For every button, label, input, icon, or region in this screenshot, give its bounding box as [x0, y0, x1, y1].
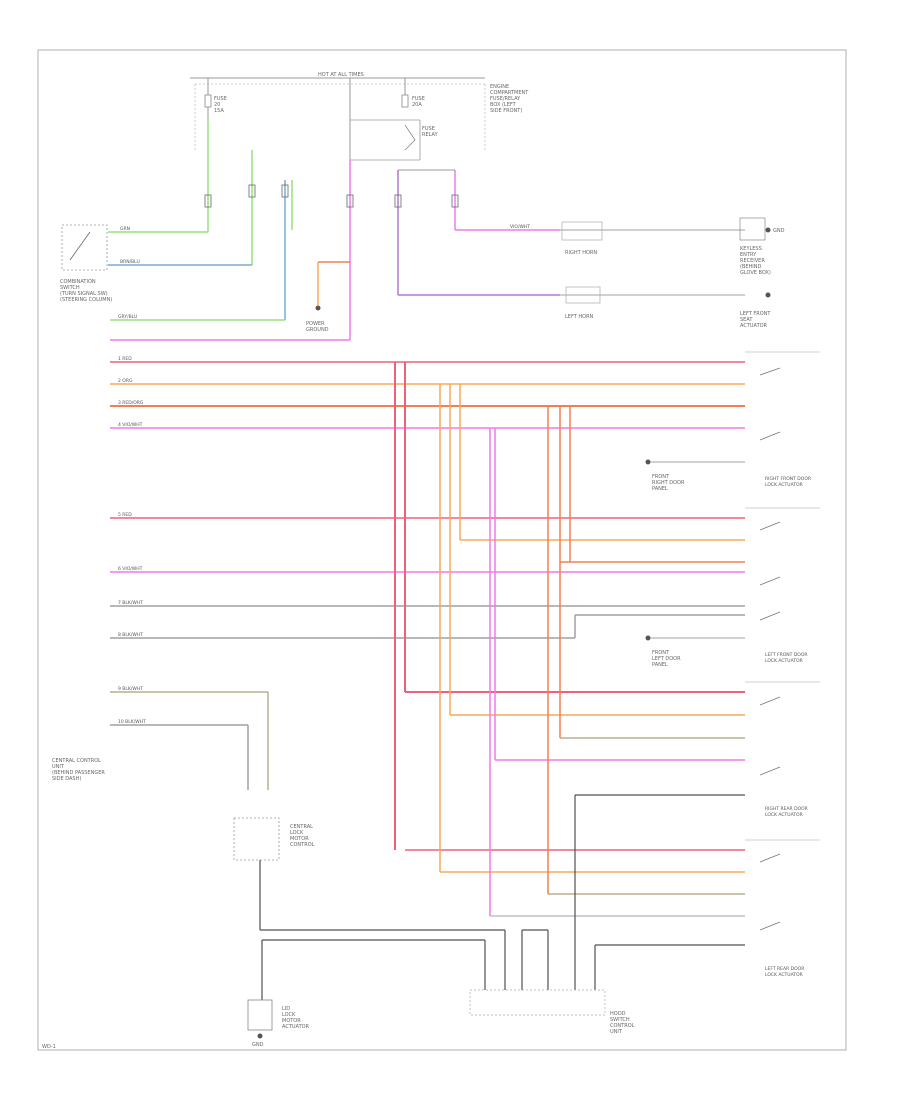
vertical-risers [393, 361, 576, 990]
wire-2-label: 2 ORG [118, 378, 133, 384]
wire-10-label: 10 BLK/WHT [118, 719, 146, 725]
ground-bottom-label: GND [252, 1042, 264, 1048]
top-connectors [204, 120, 459, 340]
wire-8-label: 8 BLK/WHT [118, 632, 143, 638]
footer-label: WD-1 [42, 1044, 56, 1050]
wire-6-label: 6 VIO/WHT [118, 566, 143, 572]
cc-wires-top: GRY/BLU [110, 314, 350, 341]
right-horn-label: RIGHT HORN [565, 250, 597, 256]
wire-7-label: 7 BLK/WHT [118, 600, 143, 606]
wire-grn-label: GRN [120, 226, 130, 232]
wire-5-label: 5 RED [118, 512, 132, 518]
wire-blu-label: BRN/BLU [120, 259, 140, 265]
wire-vio-label: VIO/WHT [510, 224, 530, 230]
ground-top-label: GND [773, 228, 785, 234]
bus-lines: 1 RED 2 ORG 3 RED/ORG 4 VIO/WHT 5 RED 6 … [110, 356, 745, 946]
wire-1-label: 1 RED [118, 356, 132, 362]
wire-gry-label: GRY/BLU [118, 314, 137, 320]
hot-at-all-times-label: HOT AT ALL TIMES [318, 72, 364, 78]
wire-3-label: 3 RED/ORG [118, 400, 144, 406]
wire-4-label: 4 VIO/WHT [118, 422, 143, 428]
diagram-frame [37, 49, 847, 1051]
switch-symbols [759, 367, 781, 931]
horn-section: RIGHT HORN VIO/WHT LEFT HORN GND KEYLESS… [398, 217, 785, 329]
wire-9-label: 9 BLK/WHT [118, 686, 143, 692]
left-horn-label: LEFT HORN [565, 314, 594, 320]
